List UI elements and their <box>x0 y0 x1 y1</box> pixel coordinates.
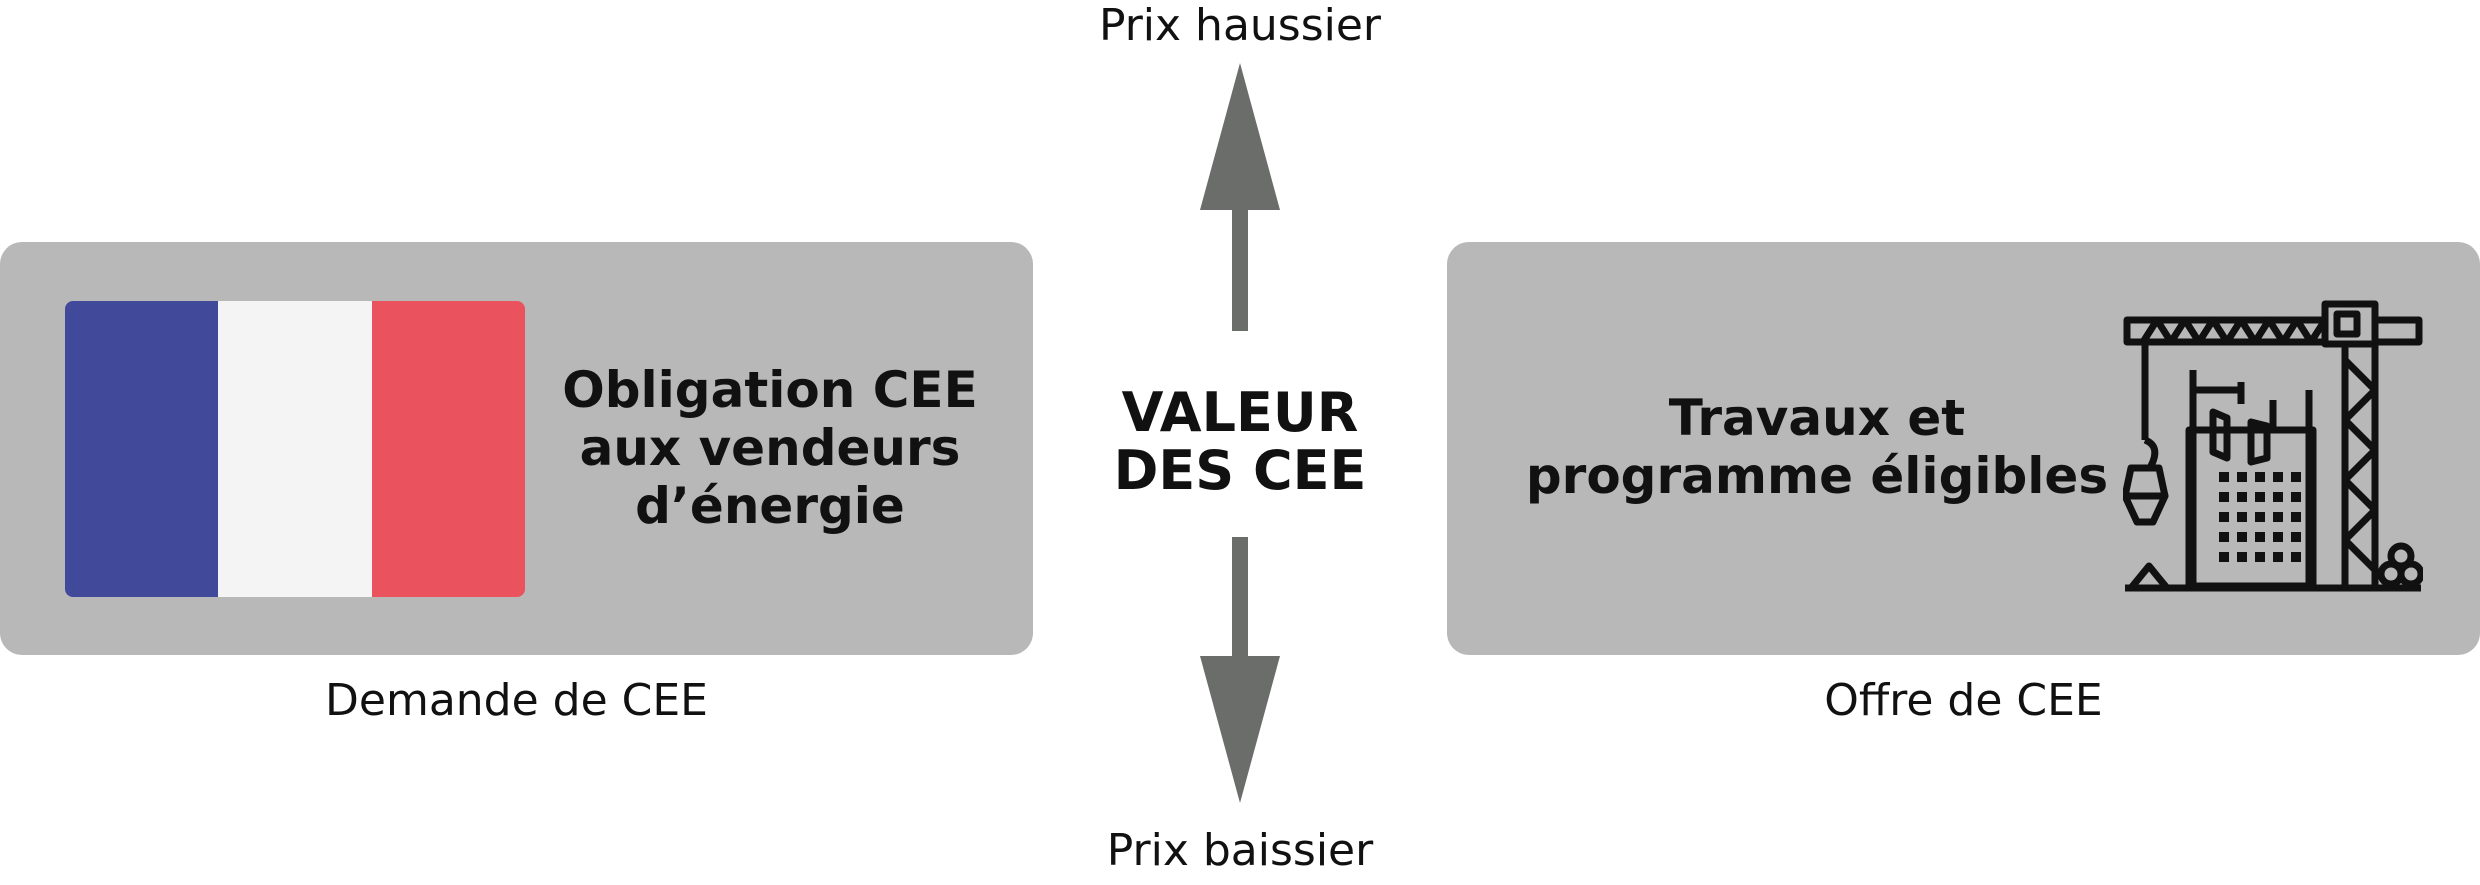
supply-caption: Offre de CEE <box>1824 675 2103 726</box>
french-flag-icon <box>65 301 525 597</box>
supply-title-line-2: programme éligibles <box>1525 447 2109 505</box>
demand-caption: Demande de CEE <box>325 675 708 726</box>
demand-title: Obligation CEE aux vendeurs d’énergie <box>555 361 985 535</box>
price-up-label: Prix haussier <box>1098 0 1382 51</box>
price-arrows <box>1200 63 1280 803</box>
demand-title-line-3: d’énergie <box>635 477 905 535</box>
cee-value-line-2: DES CEE <box>1113 439 1367 502</box>
price-down-label: Prix baissier <box>1106 825 1374 876</box>
demand-title-line-2: aux vendeurs <box>579 419 961 477</box>
supply-title-line-1: Travaux et <box>1668 389 1966 447</box>
flag-white-stripe <box>218 301 372 597</box>
supply-box: Travaux et programme éligibles <box>1447 242 2480 655</box>
demand-box: Obligation CEE aux vendeurs d’énergie <box>0 242 1033 655</box>
arrow-up-icon <box>1200 63 1280 331</box>
cee-value-line-1: VALEUR <box>1121 381 1359 444</box>
flag-red-stripe <box>371 301 525 597</box>
demand-title-line-1: Obligation CEE <box>562 361 978 419</box>
supply-title: Travaux et programme éligibles <box>1507 389 2127 505</box>
cee-value-title: VALEUR DES CEE <box>1090 384 1390 500</box>
flag-blue-stripe <box>65 301 219 597</box>
construction-site-icon <box>2123 300 2423 592</box>
arrow-down-icon <box>1200 537 1280 803</box>
